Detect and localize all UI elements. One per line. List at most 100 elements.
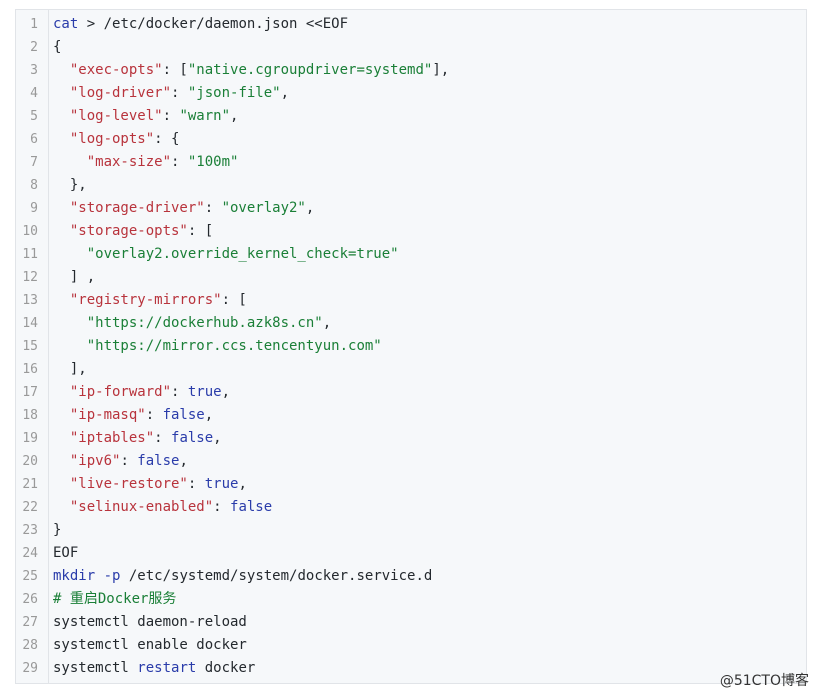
code-line: 5 "log-level": "warn", [16,105,806,128]
code-line: 13 "registry-mirrors": [ [16,289,806,312]
line-number-gutter [16,10,49,683]
code-token [53,292,70,308]
code-token [53,223,70,239]
code-token: , [230,108,239,124]
code-token [53,476,70,492]
code-line: 18 "ip-masq": false, [16,404,806,427]
code-token: : [162,108,180,124]
code-line: 11 "overlay2.override_kernel_check=true" [16,243,806,266]
code-token: false [171,430,214,446]
code-token: , [305,200,315,216]
line-source: }, [53,174,87,197]
line-number: 2 [30,40,38,55]
code-token: systemctl daemon-reload [53,614,247,630]
code-line: 17 "ip-forward": true, [16,381,806,404]
code-token: docker [196,660,256,676]
code-token [53,131,70,147]
code-line: 19 "iptables": false, [16,427,806,450]
line-source: # 重启Docker服务 [53,588,176,611]
code-token: ], [53,361,87,377]
line-source: "registry-mirrors": [ [53,289,247,312]
line-source: "overlay2.override_kernel_check=true" [53,243,399,266]
code-token: "https://dockerhub.azk8s.cn" [86,315,323,331]
code-token: : [154,430,172,446]
line-source: cat > /etc/docker/daemon.json <<EOF [53,13,348,36]
code-token: "iptables" [69,430,155,446]
code-token [53,85,70,101]
code-token [53,246,87,262]
code-token: , [322,315,332,331]
code-token: : { [154,131,180,147]
code-token [53,154,87,170]
code-token: } [53,522,62,538]
line-number: 26 [22,592,38,607]
code-token: "selinux-enabled" [69,499,214,515]
code-token [53,108,70,124]
line-number: 8 [30,178,38,193]
code-token: "ipv6" [69,453,121,469]
code-token [53,453,70,469]
line-source: "iptables": false, [53,427,222,450]
code-token: }, [53,177,87,193]
code-line: 16 ], [16,358,806,381]
line-number: 14 [22,316,38,331]
line-number: 20 [22,454,38,469]
code-token: : [171,154,188,170]
line-number: 29 [22,661,38,676]
code-token: : [ [221,292,247,308]
line-number: 23 [22,523,38,538]
line-number: 7 [30,155,38,170]
code-token: cat [53,16,79,32]
watermark: @51CTO博客 [719,673,809,689]
code-token: : [145,407,163,423]
line-source: "log-driver": "json-file", [53,82,289,105]
code-token: ], [432,62,450,78]
code-token: /etc/systemd/system/docker.service.d [120,568,433,584]
line-source: "ip-forward": true, [53,381,230,404]
code-token: , [213,430,222,446]
code-token: : [171,384,188,400]
code-token: EOF [53,545,79,561]
line-source: "selinux-enabled": false [53,496,272,519]
code-token: true [204,476,239,492]
line-number: 12 [22,270,38,285]
code-token: : [187,476,205,492]
code-line: 15 "https://mirror.ccs.tencentyun.com" [16,335,806,358]
code-token: , [221,384,231,400]
line-source: "storage-opts": [ [53,220,213,243]
code-token: false [162,407,205,423]
line-number: 11 [22,247,38,262]
line-number: 21 [22,477,38,492]
code-token: restart [137,660,197,676]
code-line: 6 "log-opts": { [16,128,806,151]
code-token: "log-opts" [69,131,155,147]
code-line: 27 systemctl daemon-reload [16,611,806,634]
code-token: "ip-forward" [69,384,172,400]
code-token: "storage-opts" [69,223,188,239]
line-source: "max-size": "100m" [53,151,239,174]
code-token: > /etc/docker/daemon.json <<EOF [78,16,349,32]
code-token: false [230,499,273,515]
code-token: "json-file" [187,85,281,101]
code-token [53,315,87,331]
code-line: 21 "live-restore": true, [16,473,806,496]
line-source: "ip-masq": false, [53,404,213,427]
line-number: 28 [22,638,38,653]
line-number: 5 [30,109,38,124]
code-token: "warn" [179,108,231,124]
code-token: "log-driver" [69,85,172,101]
line-source: systemctl daemon-reload [53,611,247,634]
code-token: "storage-driver" [69,200,205,216]
line-source: mkdir -p /etc/systemd/system/docker.serv… [53,565,432,588]
code-token: "registry-mirrors" [69,292,222,308]
code-token [53,407,70,423]
line-number: 27 [22,615,38,630]
code-line: 20 "ipv6": false, [16,450,806,473]
code-line: 3 "exec-opts": ["native.cgroupdriver=sys… [16,59,806,82]
line-number: 10 [22,224,38,239]
line-number: 15 [22,339,38,354]
